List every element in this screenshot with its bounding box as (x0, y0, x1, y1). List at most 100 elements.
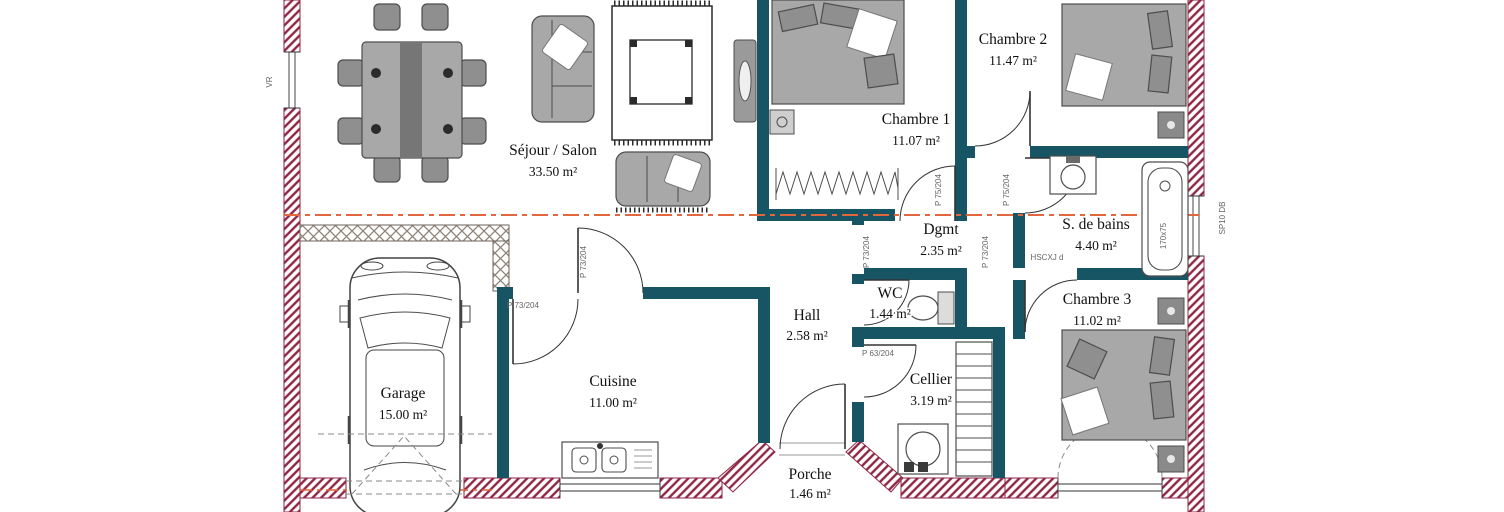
door-label-sejour: P 73/204 (579, 246, 588, 278)
door-label-sdb: HSCXJ d (1031, 253, 1064, 262)
room-area-chambre3: 11.02 m² (1073, 313, 1121, 328)
nightstand-chambre2 (1157, 111, 1185, 139)
nightstand-chambre3-bottom (1157, 445, 1185, 473)
room-label-sejour: Séjour / Salon (509, 142, 597, 159)
door-wc (863, 279, 910, 326)
kitchen-sink (561, 441, 659, 479)
annotation-vr: VR (265, 76, 274, 87)
wall-segment (1030, 146, 1188, 158)
wall-segment (299, 224, 510, 242)
interior-walls (497, 0, 1188, 478)
window-left (284, 51, 300, 109)
wall-segment (643, 287, 770, 299)
room-area-dgmt: 2.35 m² (920, 243, 962, 258)
nightstand-chambre3-top (1157, 297, 1185, 325)
door-label-chambre1: P 75/204 (934, 174, 943, 206)
annotations: VR SP10 DB P 73/204 P 73/204 P 75/204 P … (265, 76, 1227, 358)
door-label-dgmt: P 73/204 (862, 236, 871, 268)
room-label-chambre1: Chambre 1 (882, 111, 950, 128)
room-label-porche: Porche (788, 466, 831, 483)
room-area-garage: 15.00 m² (379, 407, 427, 422)
wall-segment (492, 240, 510, 292)
room-area-chambre2: 11.47 m² (989, 53, 1037, 68)
wall-segment (1187, 0, 1205, 197)
door-chambre1 (899, 165, 956, 222)
room-area-sejour: 33.50 m² (529, 164, 577, 179)
wall-segment (955, 0, 967, 221)
door-cellier (863, 344, 917, 398)
wall-segment (852, 215, 864, 225)
wall-segment (283, 107, 301, 512)
room-label-chambre3: Chambre 3 (1063, 291, 1132, 308)
toilet (907, 291, 955, 325)
annotation-sp10: SP10 DB (1218, 202, 1227, 235)
wall-segment (497, 287, 509, 478)
room-label-hall: Hall (794, 307, 821, 324)
sofa-horizontal (615, 151, 711, 213)
door-label-wc: P 73/204 (981, 236, 990, 268)
room-label-chambre2: Chambre 2 (979, 31, 1047, 48)
door-chambre2 (974, 90, 1031, 147)
wall-segment (299, 477, 347, 499)
wall-segment (967, 146, 975, 158)
wall-segment (852, 274, 864, 284)
room-area-hall: 2.58 m² (786, 328, 828, 343)
window-right (1188, 195, 1204, 257)
door-sejour-cuisine (577, 227, 644, 294)
window-kitchen (559, 478, 661, 498)
wall-segment (955, 268, 967, 339)
car (339, 257, 471, 512)
dining-set (337, 3, 487, 183)
porch-wall-left (717, 439, 776, 493)
bathtub-size-label: 170x75 (1159, 222, 1168, 249)
room-label-garage: Garage (381, 385, 426, 402)
door-label-chambre2: P 75/204 (1002, 174, 1011, 206)
bathtub: 170x75 (1141, 161, 1189, 277)
door-label-cuisine: P 73/204 (507, 301, 539, 310)
washbasin (1049, 155, 1097, 195)
door-entree-porche (779, 383, 846, 456)
room-area-wc: 1.44 m² (869, 306, 911, 321)
bed-chambre1 (771, 0, 905, 105)
room-label-cellier: Cellier (910, 371, 953, 388)
wall-segment (1013, 213, 1025, 268)
bed-chambre2 (1061, 3, 1187, 107)
door-cuisine (512, 298, 579, 365)
wall-segment (993, 339, 1005, 478)
wall-segment (852, 339, 864, 347)
doors (512, 90, 1081, 456)
room-label-sdb: S. de bains (1062, 216, 1130, 233)
wall-segment (1013, 280, 1025, 339)
room-area-sdb: 4.40 m² (1075, 238, 1117, 253)
rug (611, 0, 713, 146)
coffee-table (629, 39, 693, 105)
wall-segment (852, 327, 1005, 339)
wall-segment (283, 0, 301, 53)
porch-wall-right (845, 439, 904, 493)
room-area-cuisine: 11.00 m² (589, 395, 637, 410)
wall-segment (463, 477, 561, 499)
wall-segment (757, 0, 769, 221)
radiator-chambre1 (775, 168, 899, 200)
wall-segment (852, 402, 864, 442)
tv-unit (733, 39, 757, 123)
wall-segment (864, 268, 955, 280)
room-area-cellier: 3.19 m² (910, 393, 952, 408)
windows (284, 51, 1204, 498)
room-label-dgmt: Dgmt (923, 221, 959, 238)
room-labels: Séjour / Salon 33.50 m² Chambre 1 11.07 … (377, 30, 1133, 503)
wall-segment (659, 477, 723, 499)
room-area-porche: 1.46 m² (789, 486, 831, 501)
wall-segment (758, 287, 770, 443)
nightstand-chambre1 (769, 109, 795, 135)
door-label-cellier: P 63/204 (862, 349, 894, 358)
shelving-cellier (955, 341, 993, 477)
bed-chambre3 (1060, 329, 1187, 441)
wall-segment (1004, 477, 1059, 499)
room-area-chambre1: 11.07 m² (892, 133, 940, 148)
wall-segment (900, 477, 1006, 499)
sofa-vertical (531, 15, 595, 123)
room-label-cuisine: Cuisine (589, 373, 636, 390)
